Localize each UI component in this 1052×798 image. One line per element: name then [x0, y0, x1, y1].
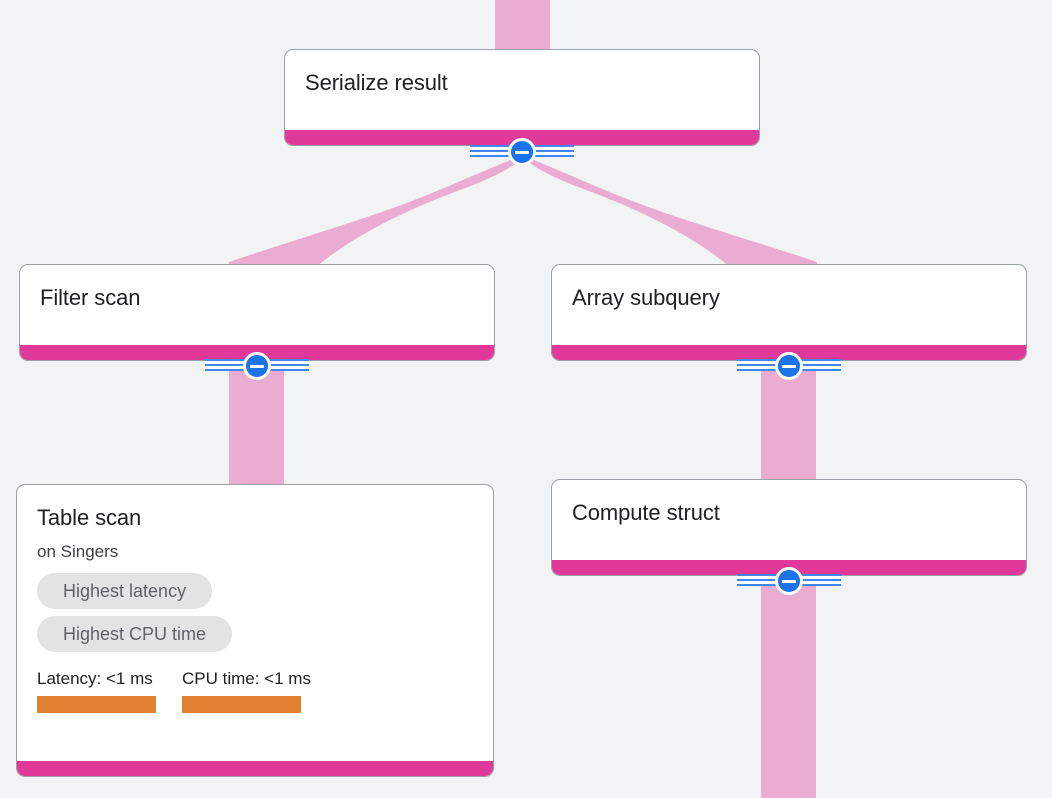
collapse-toggle-array-subquery[interactable] [737, 351, 841, 381]
minus-circle-icon[interactable] [243, 352, 271, 380]
minus-circle-icon[interactable] [775, 567, 803, 595]
node-body: Serialize result [285, 50, 759, 130]
metric-label: Latency: <1 ms [37, 669, 153, 688]
metric-cpu-time: CPU time: <1 ms [182, 668, 311, 713]
node-badges: Highest latency Highest CPU time [37, 573, 233, 652]
collapse-toggle-serialize-result[interactable] [470, 137, 574, 167]
status-badge-highest-latency: Highest latency [37, 573, 213, 609]
node-body: Table scan on Singers Highest latency Hi… [17, 485, 493, 761]
plan-node-filter-scan[interactable]: Filter scan [19, 264, 495, 361]
metric-latency: Latency: <1 ms [37, 668, 156, 713]
node-body: Compute struct [552, 480, 1026, 560]
node-title: Table scan [37, 505, 142, 530]
minus-circle-icon[interactable] [775, 352, 803, 380]
node-body: Filter scan [20, 265, 494, 345]
node-subtitle: on Singers [37, 542, 119, 561]
metric-bar-latency [37, 696, 156, 713]
node-title: Compute struct [572, 500, 720, 525]
node-title: Serialize result [305, 70, 448, 95]
metric-label: CPU time: <1 ms [182, 669, 311, 688]
plan-node-serialize-result[interactable]: Serialize result [284, 49, 760, 146]
node-title: Array subquery [572, 285, 720, 310]
node-accent-bar [17, 761, 493, 776]
node-metrics: Latency: <1 ms CPU time: <1 ms [37, 668, 311, 713]
node-title: Filter scan [40, 285, 141, 310]
metric-bar-cpu-time [182, 696, 301, 713]
minus-circle-icon[interactable] [508, 138, 536, 166]
collapse-toggle-compute-struct[interactable] [737, 566, 841, 596]
edge-compute-struct-downstream [761, 575, 816, 798]
status-badge-highest-cpu-time: Highest CPU time [37, 616, 233, 652]
collapse-toggle-filter-scan[interactable] [205, 351, 309, 381]
node-body: Array subquery [552, 265, 1026, 345]
plan-node-compute-struct[interactable]: Compute struct [551, 479, 1027, 576]
plan-node-table-scan[interactable]: Table scan on Singers Highest latency Hi… [16, 484, 494, 777]
edge-into-serialize-result [495, 0, 550, 52]
plan-node-array-subquery[interactable]: Array subquery [551, 264, 1027, 361]
